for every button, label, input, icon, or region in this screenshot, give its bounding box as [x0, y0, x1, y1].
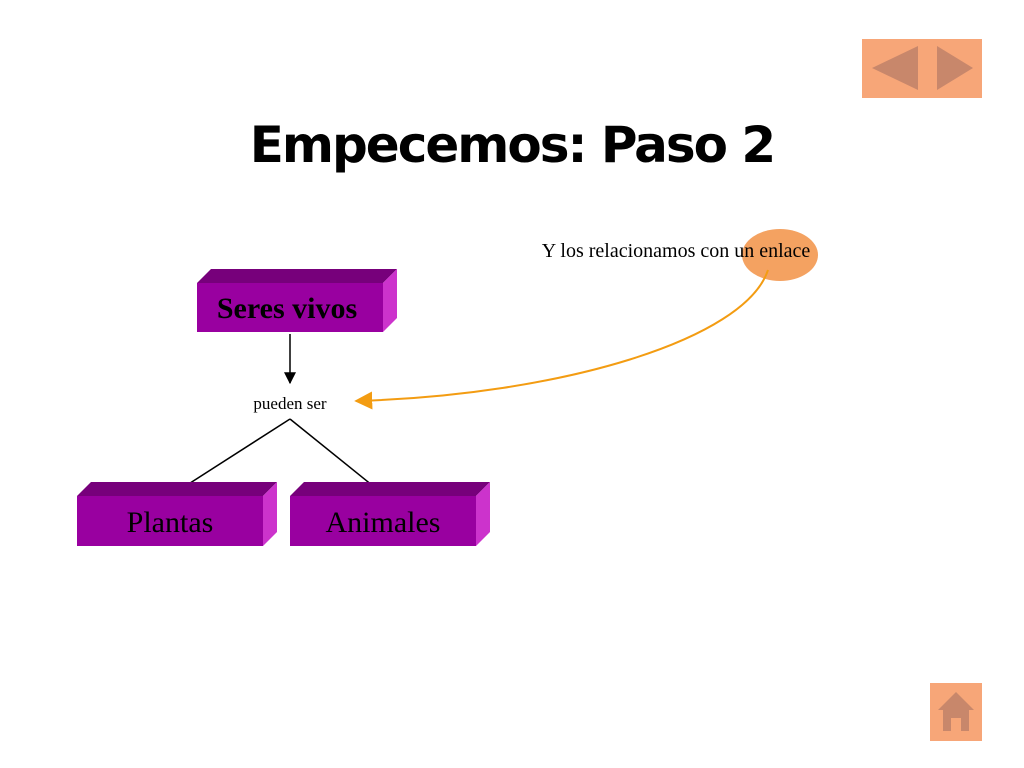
annotation-text: Y los relacionamos con un enlace — [542, 240, 811, 262]
concept-label-right: Animales — [326, 506, 441, 539]
connector-link-right — [289, 418, 384, 495]
triangle-left-icon[interactable] — [872, 46, 918, 90]
concept-label-left: Plantas — [127, 506, 214, 539]
annotation-ellipse — [742, 229, 818, 281]
connector-link-left — [171, 418, 291, 495]
home-button[interactable] — [930, 683, 982, 741]
concept-box-right: Animales — [290, 482, 490, 546]
annotation-arrow — [354, 269, 769, 410]
nav-back-forward-button[interactable] — [862, 39, 982, 98]
concept-box-left: Plantas — [77, 482, 277, 546]
triangle-right-icon[interactable] — [937, 46, 973, 90]
house-icon[interactable] — [938, 692, 974, 731]
link-label: pueden ser — [253, 394, 327, 413]
page-title: Empecemos: Paso 2 — [250, 116, 774, 174]
concept-label-root: Seres vivos — [217, 292, 357, 325]
concept-box-root: Seres vivos — [197, 269, 397, 332]
